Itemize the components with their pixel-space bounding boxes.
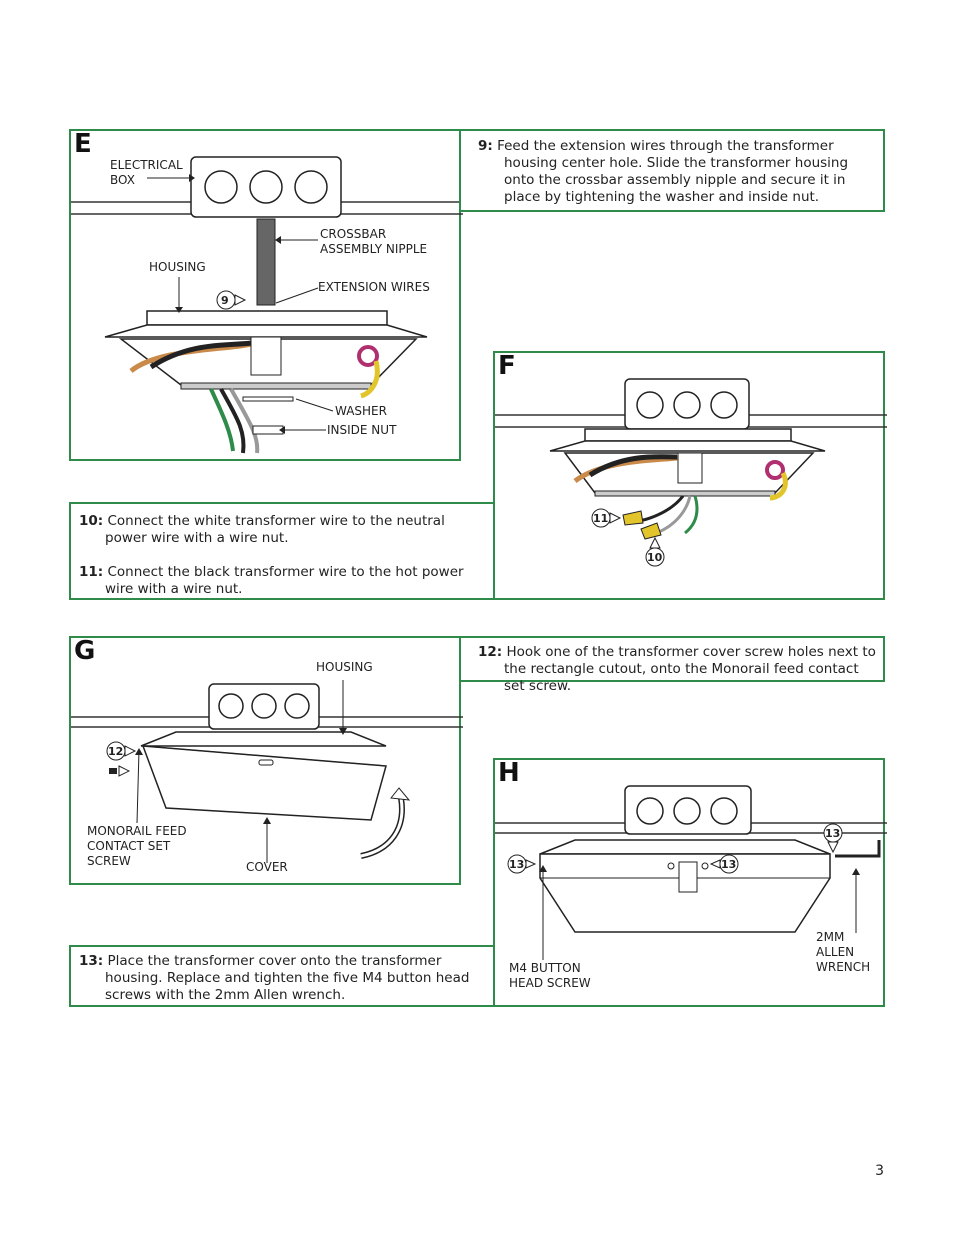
diagram-h xyxy=(495,785,887,960)
step-12-box: 12: Hook one of the transformer cover sc… xyxy=(459,636,885,694)
step-10-number: 10: xyxy=(79,513,104,529)
panel-letter-f: F xyxy=(498,351,516,381)
label-cover: COVER xyxy=(246,860,288,874)
callout-13-right: 13 xyxy=(825,827,841,840)
panel-f: F 11 10 xyxy=(493,351,887,600)
panel-letter-e: E xyxy=(74,129,92,159)
label-crossbar-nipple: CROSSBAR ASSEMBLY NIPPLE xyxy=(320,227,428,256)
label-housing-e: HOUSING xyxy=(149,260,206,274)
step-13-box: 13: Place the transformer cover onto the… xyxy=(69,945,495,1007)
label-washer: WASHER xyxy=(335,404,387,418)
step-11-number: 11: xyxy=(79,564,104,580)
panel-g: G HOUSING MONORAIL FEED CONTACT SET SCRE… xyxy=(69,636,463,885)
diagram-f xyxy=(495,378,887,567)
page-number: 3 xyxy=(875,1163,884,1179)
panel-letter-g: G xyxy=(74,636,96,666)
label-electrical-box: ELECTRICAL BOX xyxy=(110,158,183,187)
step-9-text: Feed the extension wires through the tra… xyxy=(497,138,849,205)
callout-12: 12 xyxy=(108,745,124,758)
panel-h: H 13 13 13 2MM ALLEN WRENCH M4 BUTTON HE… xyxy=(493,758,887,1007)
label-allen-wrench: 2MM ALLEN WRENCH xyxy=(816,930,871,974)
label-extension-wires: EXTENSION WIRES xyxy=(318,280,430,294)
step-9-number: 9: xyxy=(478,138,493,154)
step-12-text: Hook one of the transformer cover screw … xyxy=(504,644,876,694)
step-11-text: Connect the black transformer wire to th… xyxy=(105,564,464,597)
panel-e: E xyxy=(69,129,463,461)
step-10-text: Connect the white transformer wire to th… xyxy=(105,513,445,546)
panel-letter-h: H xyxy=(498,758,520,788)
label-monorail-feed: MONORAIL FEED CONTACT SET SCREW xyxy=(87,824,187,868)
callout-13-center: 13 xyxy=(721,858,737,871)
step-13-text: Place the transformer cover onto the tra… xyxy=(105,953,470,1003)
step-13-number: 13: xyxy=(79,953,104,969)
step-9-box: 9: Feed the extension wires through the … xyxy=(459,129,885,212)
callout-13-left: 13 xyxy=(509,858,525,871)
crossbar-nipple xyxy=(256,218,276,306)
step-12-number: 12: xyxy=(478,644,503,660)
diagram-e xyxy=(71,156,463,454)
callout-9: 9 xyxy=(221,294,229,307)
callout-10: 10 xyxy=(647,551,663,564)
label-inside-nut: INSIDE NUT xyxy=(327,423,397,437)
callout-11: 11 xyxy=(593,512,609,525)
diagram-g xyxy=(71,680,463,863)
step-10-11-box: 10: Connect the white transformer wire t… xyxy=(69,502,495,600)
label-m4-screw: M4 BUTTON HEAD SCREW xyxy=(509,961,591,990)
label-housing-g: HOUSING xyxy=(316,660,373,674)
